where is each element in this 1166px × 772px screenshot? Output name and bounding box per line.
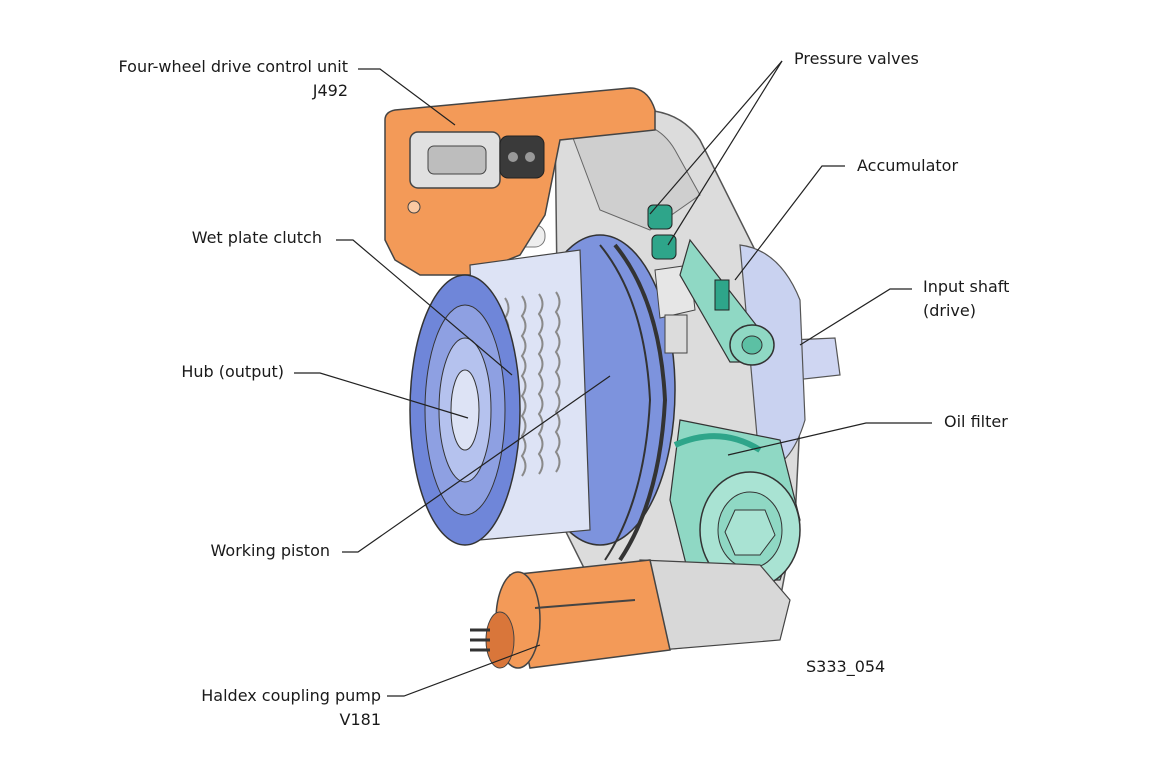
label-control-unit-name: Four-wheel drive control unit (118, 57, 348, 76)
label-oil-filter: Oil filter (944, 412, 1008, 431)
leader-lines (294, 60, 932, 697)
oil-filter (669, 419, 801, 589)
leader-working-piston (342, 375, 611, 553)
accumulator (679, 238, 775, 366)
label-pump-name: Haldex coupling pump (201, 686, 381, 705)
control-unit-j492 (384, 87, 656, 276)
hub-output (409, 274, 521, 546)
label-pump-code: V181 (339, 710, 381, 729)
label-working-piston: Working piston (210, 541, 330, 560)
leader-pressure-valves-b (667, 60, 783, 246)
label-accumulator: Accumulator (857, 156, 959, 175)
label-pump: Haldex coupling pump V181 (201, 684, 381, 732)
label-figure-code: S333_054 (806, 657, 886, 676)
label-control-unit-code: J492 (312, 81, 348, 100)
label-pressure-valves: Pressure valves (794, 49, 919, 68)
input-shaft (739, 244, 841, 471)
leader-wet-plate-clutch (336, 239, 513, 376)
leader-accumulator (734, 165, 845, 281)
leader-pressure-valves-a (649, 60, 783, 215)
leader-control-unit (358, 68, 456, 126)
label-input-shaft-name: Input shaft (923, 277, 1010, 296)
leader-oil-filter (727, 422, 932, 456)
haldex-coupling-pump-v181 (470, 559, 791, 669)
label-input-shaft: Input shaft (drive) (923, 275, 1009, 323)
leader-pump (387, 644, 541, 697)
label-hub-output: Hub (output) (181, 362, 284, 381)
leader-hub-output (294, 372, 469, 419)
leader-input-shaft (799, 288, 912, 346)
label-control-unit: Four-wheel drive control unit J492 (119, 55, 348, 103)
label-wet-plate-clutch: Wet plate clutch (191, 228, 322, 247)
label-input-shaft-note: (drive) (923, 301, 976, 320)
